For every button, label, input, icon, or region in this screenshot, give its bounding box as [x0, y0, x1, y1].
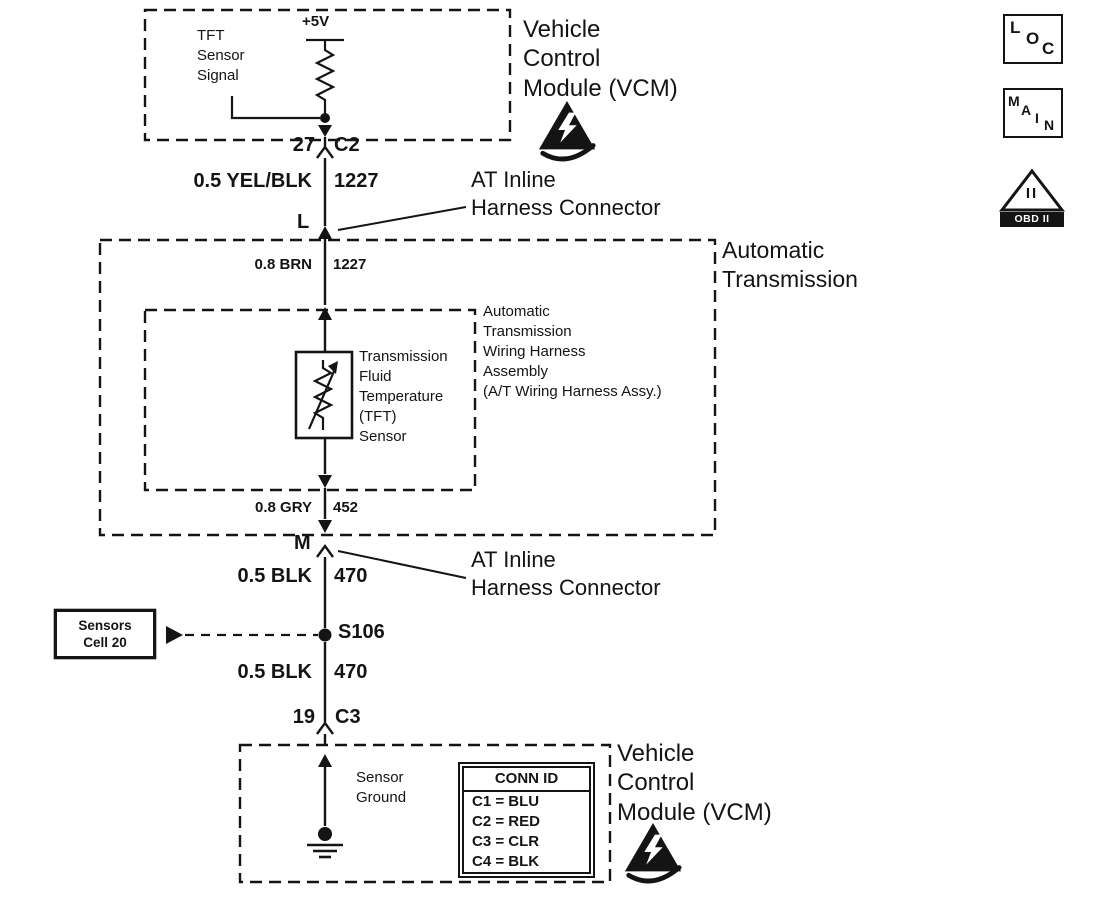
wire-blk-upper-circuit: 470: [334, 565, 368, 587]
automatic-transmission-box: [98, 238, 717, 537]
wire-brn-circuit: 1227: [333, 256, 367, 273]
pullup-resistor-symbol: [230, 38, 344, 120]
wire-blk-upper-label: 0.5 BLK: [237, 565, 312, 587]
tft-sensor-label: Transmission Fluid Temperature (TFT) Sen…: [359, 348, 448, 446]
leader-lines: [337, 206, 467, 579]
arrow-down-harness-icon: [318, 475, 332, 488]
wire-blk-lower-circuit: 470: [334, 661, 368, 683]
main-legend-icon: M A I N: [1003, 88, 1063, 138]
splice-dot: [318, 628, 332, 642]
splice-s106-label: S106: [338, 621, 385, 643]
conn-id-row: C3 = CLR: [472, 833, 540, 850]
conn-id-row: C2 = RED: [472, 813, 540, 830]
main-letter: M: [1008, 93, 1020, 109]
main-letter: I: [1035, 110, 1039, 126]
variable-resistor-symbol: [307, 360, 337, 430]
vcm-bottom-box: [238, 743, 612, 884]
wire-yel-blk-circuit: 1227: [334, 170, 379, 192]
esd-warning-icon: [622, 820, 684, 891]
connector-c3-icon: [316, 720, 334, 735]
esd-warning-icon: [536, 98, 598, 169]
vcm-top-title: Vehicle Control Module (VCM): [523, 16, 678, 102]
vcm-bottom-title: Vehicle Control Module (VCM): [617, 740, 772, 826]
pin-19-label: 19: [292, 706, 315, 728]
conn-id-header: CONN ID: [464, 768, 589, 792]
connector-m-icon: [316, 543, 334, 558]
harness-assembly-box: [143, 308, 477, 492]
pin-m-label: M: [294, 532, 311, 554]
loc-letter: O: [1026, 29, 1040, 48]
obd-ii-symbol: II: [1025, 185, 1039, 202]
wire-blk-lower-label: 0.5 BLK: [237, 661, 312, 683]
harness-assembly-label: Automatic Transmission Wiring Harness As…: [483, 303, 662, 401]
wire-gry-label: 0.8 GRY: [255, 499, 312, 516]
wire-gry-circuit: 452: [333, 499, 359, 516]
connector-c2-label: C2: [334, 134, 360, 156]
arrow-down-icon: [318, 125, 332, 137]
arrow-up-ground-icon: [318, 754, 332, 767]
sensor-ground-label: Sensor Ground: [356, 769, 407, 807]
conn-id-row: C4 = BLK: [472, 853, 540, 870]
conn-id-table: CONN ID C1 = BLU C2 = RED C3 = CLR C4 = …: [458, 762, 595, 878]
pin-l-label: L: [297, 211, 310, 233]
conn-id-row: C1 = BLU: [472, 793, 540, 810]
at-inline-connector-bottom-label: AT Inline Harness Connector: [471, 547, 661, 600]
loc-letter: L: [1010, 18, 1021, 37]
signal-tap-line: [230, 96, 320, 120]
voltage-label: +5V: [302, 13, 330, 30]
tft-signal-label: TFT Sensor Signal: [197, 27, 245, 85]
ground-symbol: [307, 843, 343, 859]
wire-brn-label: 0.8 BRN: [254, 256, 312, 273]
obd-ii-banner: OBD II: [1000, 212, 1064, 227]
arrow-up-l-icon: [318, 226, 332, 239]
connector-c3-label: C3: [335, 706, 361, 728]
sensors-cell-label: Sensors Cell 20: [55, 610, 155, 658]
resistor-arrowhead-icon: [328, 361, 338, 374]
loc-letter: C: [1042, 39, 1055, 58]
main-letter: A: [1021, 102, 1032, 118]
arrow-up-harness-icon: [318, 307, 332, 320]
at-inline-connector-top-label: AT Inline Harness Connector: [471, 167, 661, 220]
junction-dot: [320, 113, 330, 123]
automatic-transmission-title: Automatic Transmission: [722, 237, 858, 293]
vcm-top-box: [143, 8, 512, 142]
connector-c2-icon: [316, 144, 334, 159]
pin-27-label: 27: [292, 134, 315, 156]
cell-arrow-icon: [166, 626, 183, 644]
arrow-down-transmission-icon: [318, 520, 332, 533]
ground-dot: [318, 827, 332, 841]
obd-ii-legend-icon: II OBD II: [998, 168, 1066, 227]
wire-yel-blk-label: 0.5 YEL/BLK: [193, 170, 312, 192]
main-letter: N: [1044, 117, 1055, 133]
loc-legend-icon: L O C: [1003, 14, 1063, 64]
